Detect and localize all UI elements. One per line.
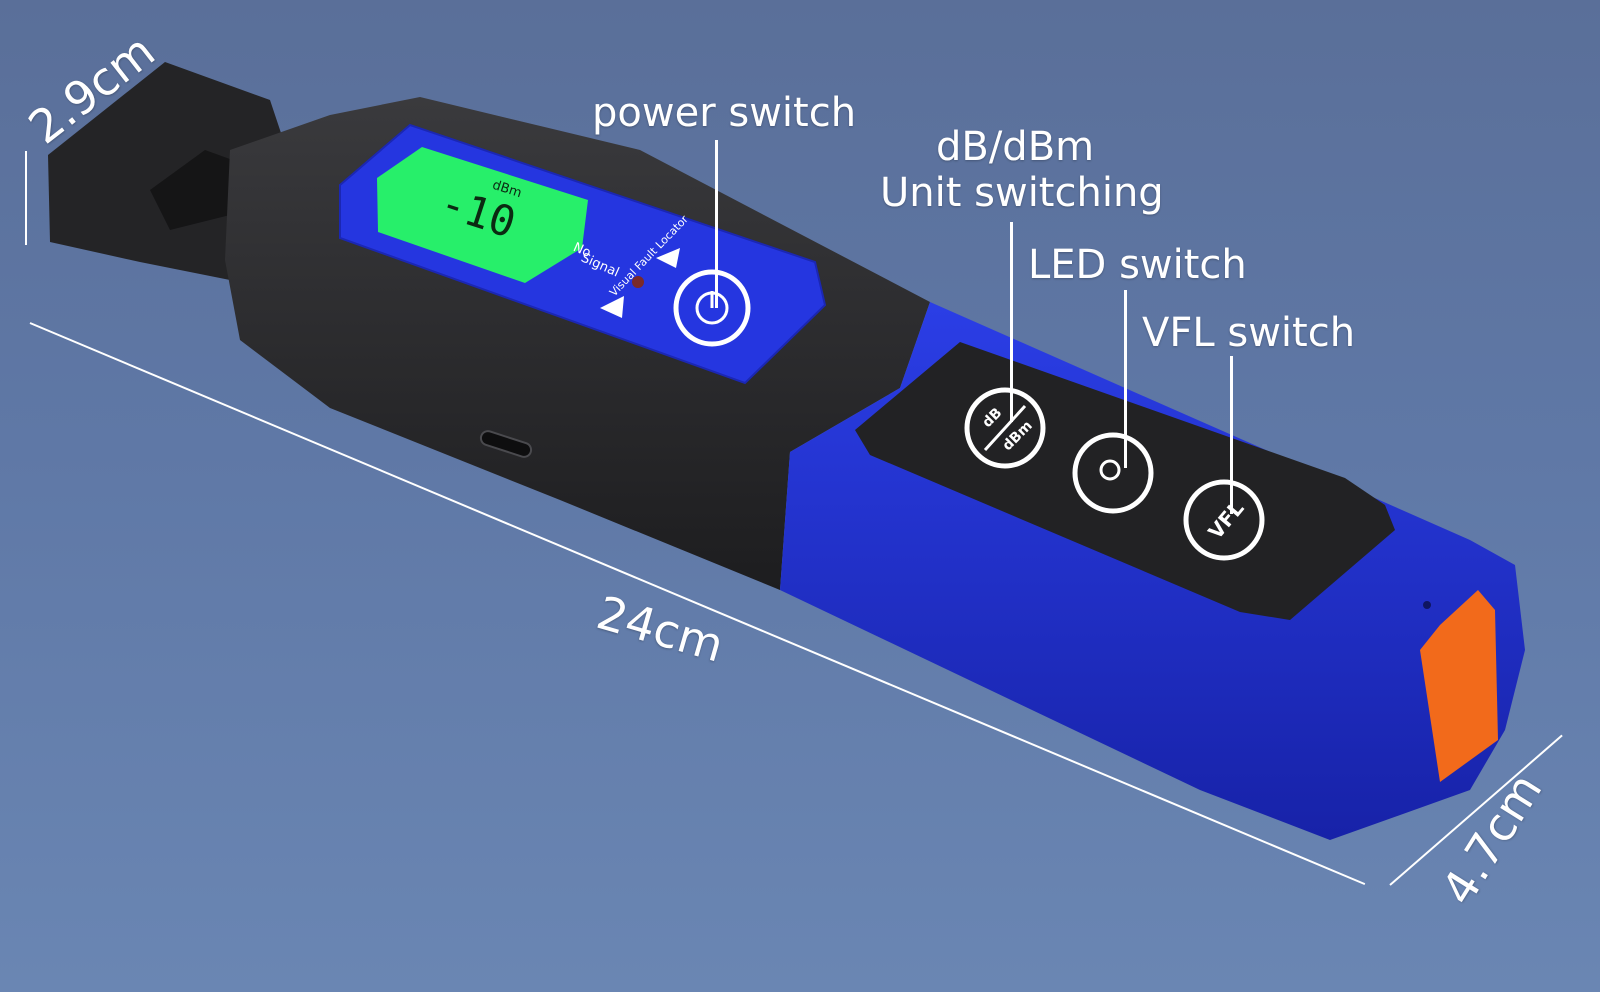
vfl-leader [1230, 356, 1233, 514]
arrow-icon-2 [600, 296, 624, 318]
db-dbm-button[interactable] [964, 387, 1046, 469]
arrow-icon-1 [656, 248, 680, 268]
power-leader [715, 140, 718, 308]
led-leader [1124, 290, 1127, 468]
usb-c-port [479, 430, 533, 458]
vfl-button[interactable] [1183, 479, 1265, 561]
vfl-switch-label: VFL switch [1142, 310, 1356, 356]
height-dimension-line [25, 151, 27, 245]
status-dot [1423, 601, 1431, 609]
led-switch-label: LED switch [1028, 242, 1247, 288]
indicator-led [632, 276, 644, 288]
unit-leader [1010, 222, 1013, 422]
power-switch-label: power switch [592, 90, 857, 136]
bulb-icon [1099, 459, 1121, 481]
power-button[interactable] [673, 269, 751, 347]
unit-switch-label-2: Unit switching [880, 170, 1164, 216]
control-pad [855, 342, 1395, 620]
led-button[interactable] [1072, 432, 1154, 514]
orange-tip [1420, 590, 1498, 782]
unit-switch-label-1: dB/dBm [936, 124, 1095, 170]
lcd-screen [377, 147, 588, 283]
